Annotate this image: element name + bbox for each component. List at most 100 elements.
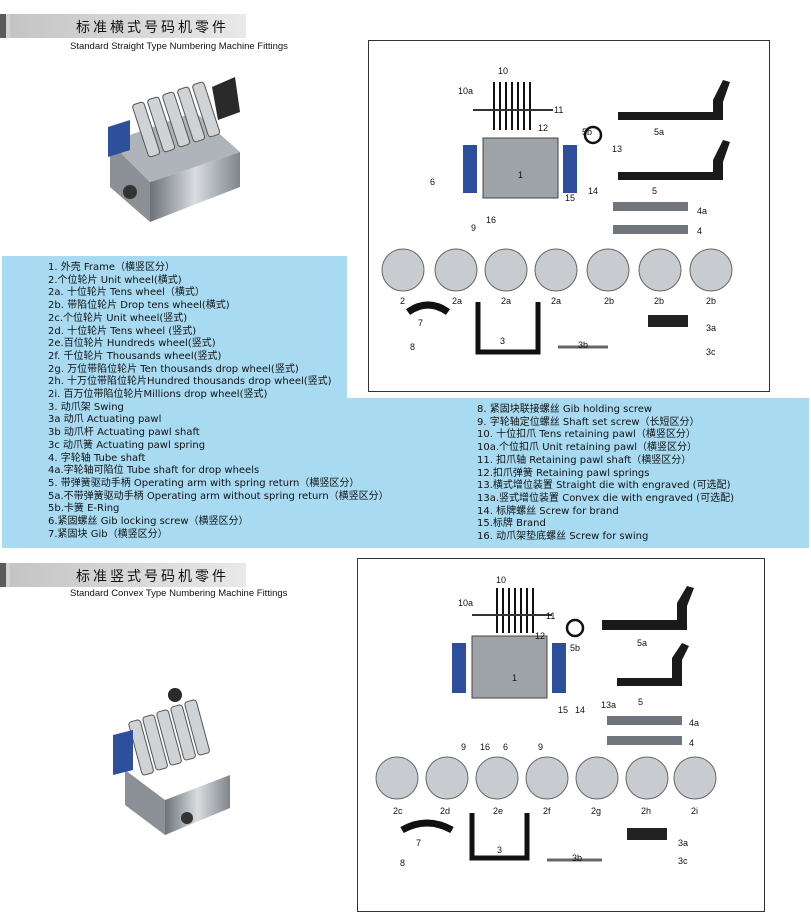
legend-list-left: 1. 外壳 Frame（横竖区分） 2.个位轮片 Unit wheel(横式) … (48, 262, 389, 541)
section2-title-zh: 标准竖式号码机零件 (76, 569, 229, 585)
p2-label-wheel-3: 2e (493, 806, 504, 816)
legend-item: 2g. 万位带陷位轮片 Ten thousands drop wheel(竖式) (48, 363, 299, 375)
p2-label-13a: 13a (601, 700, 617, 710)
legend-item: 2.个位轮片 Unit wheel(横式) (48, 274, 182, 286)
p1-label-5a: 5a (654, 127, 665, 137)
section1-header-bar: 标准横式号码机零件 (0, 14, 246, 38)
legend-item: 3b 动爪杆 Actuating pawl shaft (48, 427, 200, 439)
p2-label-4: 4 (689, 738, 695, 748)
legend-item: 2c.个位轮片 Unit wheel(竖式) (48, 312, 188, 324)
p1-label-13: 13 (612, 144, 623, 154)
p1-label-wheel-5: 2b (604, 296, 615, 306)
legend-item: 2i. 百万位带陷位轮片Millions drop wheel(竖式) (48, 389, 268, 401)
p1-label-16: 16 (486, 215, 497, 225)
p1-label-14: 14 (588, 186, 599, 196)
legend-item: 5a.不带弹簧驱动手柄 Operating arm without spring… (48, 490, 389, 502)
section2-header-bar: 标准竖式号码机零件 (0, 563, 246, 587)
p2-label-8: 8 (400, 858, 406, 868)
p1-label-3c: 3c (706, 347, 716, 357)
p2-label-wheel-5: 2g (591, 806, 602, 816)
p2-label-4a: 4a (689, 718, 700, 728)
convex-parts-panel (357, 558, 765, 912)
p2-label-wheel-7: 2i (691, 806, 699, 816)
p1-label-4: 4 (697, 226, 703, 236)
convex-machine-photo (113, 688, 230, 835)
section1-title-en: Standard Straight Type Numbering Machine… (70, 41, 288, 52)
p1-label-wheel-1: 2 (400, 296, 406, 306)
legend-item: 4a.字轮轴可陷位 Tube shaft for drop wheels (48, 465, 260, 477)
legend-item: 12.扣爪弹簧 Retaining pawl springs (477, 467, 650, 479)
p1-label-5: 5 (652, 186, 658, 196)
section1-title-zh: 标准横式号码机零件 (76, 20, 229, 36)
convex-parts-drawing (375, 586, 717, 862)
p1-label-10: 10 (498, 66, 509, 76)
p1-label-15: 15 (565, 193, 576, 203)
legend-band-right (345, 398, 809, 548)
legend-item: 11. 扣爪轴 Retaining pawl shaft（横竖区分） (477, 454, 692, 466)
legend-item: 8. 紧固块联接螺丝 Gib holding screw (477, 404, 653, 415)
p1-label-1: 1 (518, 170, 524, 180)
legend-item: 2d. 十位轮片 Tens wheel (竖式) (48, 325, 197, 337)
p2-label-wheel-6: 2h (641, 806, 652, 816)
p2-label-12: 12 (535, 631, 546, 641)
p2-label-1: 1 (512, 673, 518, 683)
p1-label-3a: 3a (706, 323, 717, 333)
legend-item: 5. 带弹簧驱动手柄 Operating arm with spring ret… (48, 477, 360, 489)
p2-label-wheel-1: 2c (393, 806, 403, 816)
p1-label-11: 11 (554, 105, 564, 115)
p2-label-10a: 10a (458, 598, 474, 608)
p2-label-6: 6 (503, 742, 509, 752)
p2-label-3: 3 (497, 845, 503, 855)
p2-label-5b: 5b (570, 643, 581, 653)
straight-parts-drawing (381, 80, 733, 355)
p2-label-11: 11 (546, 611, 556, 621)
p1-label-12: 12 (538, 123, 549, 133)
p2-label-14: 14 (575, 705, 586, 715)
p2-label-wheel-4: 2f (543, 806, 551, 816)
straight-machine-photo (108, 77, 240, 222)
legend-item: 3. 动爪架 Swing (48, 401, 124, 413)
p2-label-9b: 9 (538, 742, 544, 752)
p2-label-3a: 3a (678, 838, 689, 848)
legend-item: 3c 动爪簧 Actuating pawl spring (48, 439, 206, 451)
p2-label-5a: 5a (637, 638, 648, 648)
p1-label-wheel-7: 2b (706, 296, 717, 306)
legend-item: 10a.个位扣爪 Unit retaining pawl（横竖区分） (477, 442, 698, 454)
p2-label-wheel-2: 2d (440, 806, 451, 816)
legend-item: 10. 十位扣爪 Tens retaining pawl（横竖区分） (477, 429, 696, 441)
legend-list-right: 8. 紧固块联接螺丝 Gib holding screw 9. 字轮轴定位螺丝 … (477, 404, 734, 544)
legend-item: 13.横式增位装置 Straight die with engraved (可选… (477, 480, 731, 492)
p1-label-7: 7 (418, 318, 424, 328)
p1-label-9: 9 (471, 223, 477, 233)
legend-item: 14. 标牌螺丝 Screw for brand (477, 505, 619, 517)
p1-label-wheel-6: 2b (654, 296, 665, 306)
p1-label-6: 6 (430, 177, 436, 187)
legend-item: 2e.百位轮片 Hundreds wheel(竖式) (48, 338, 216, 350)
legend-item: 2b. 带陷位轮片 Drop tens wheel(横式) (48, 300, 230, 312)
p2-label-3c: 3c (678, 856, 688, 866)
p1-label-5b: 5b (582, 127, 593, 137)
p2-label-10: 10 (496, 575, 507, 585)
legend-item: 1. 外壳 Frame（横竖区分） (48, 262, 176, 273)
p2-label-3b: 3b (572, 853, 583, 863)
legend-item: 6.紧固螺丝 Gib locking screw（横竖区分） (48, 516, 249, 528)
legend-item: 7.紧固块 Gib（横竖区分） (48, 528, 168, 540)
straight-parts-panel (368, 40, 770, 392)
legend-item: 15.标牌 Brand (477, 518, 546, 530)
section2-title-en: Standard Convex Type Numbering Machine F… (70, 588, 288, 599)
p1-label-wheel-2: 2a (452, 296, 463, 306)
legend-item: 5b.卡簧 E-Ring (48, 503, 120, 515)
legend-item: 9. 字轮轴定位螺丝 Shaft set screw（长短区分） (477, 416, 700, 428)
p1-label-3b: 3b (578, 340, 589, 350)
p1-label-wheel-3: 2a (501, 296, 512, 306)
p1-label-3: 3 (500, 336, 506, 346)
legend-item: 4. 字轮轴 Tube shaft (48, 452, 146, 464)
p1-label-4a: 4a (697, 206, 708, 216)
p2-label-15: 15 (558, 705, 569, 715)
p2-label-16: 16 (480, 742, 491, 752)
legend-item: 13a.竖式增位装置 Convex die with engraved (可选配… (477, 492, 734, 504)
p2-label-5: 5 (638, 697, 644, 707)
p1-label-8: 8 (410, 342, 416, 352)
p1-label-10a: 10a (458, 86, 474, 96)
legend-band-left (2, 256, 347, 548)
